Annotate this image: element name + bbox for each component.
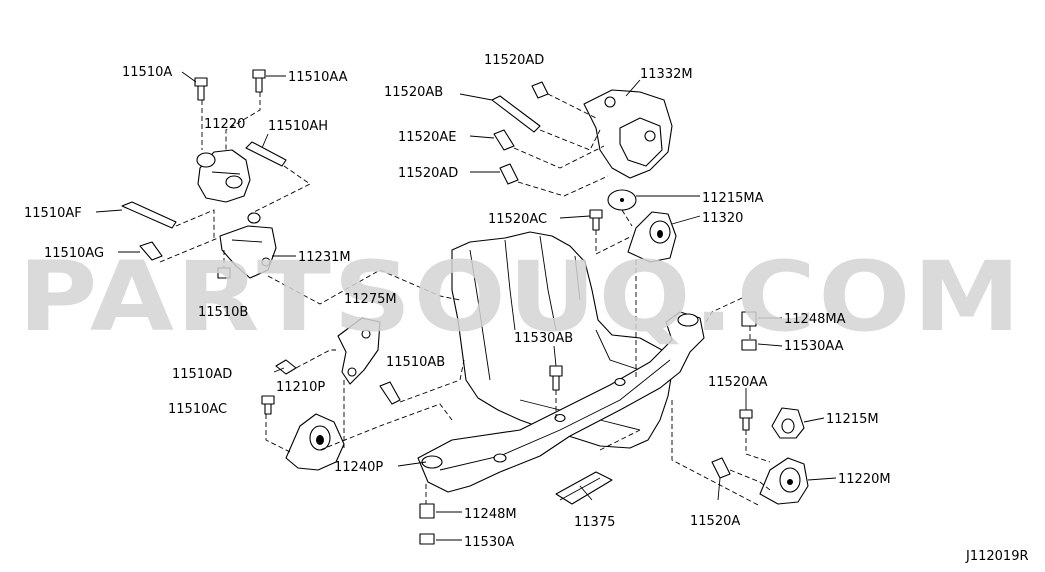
callout-11530ab: 11530AB xyxy=(514,331,573,346)
callout-11210p: 11210P xyxy=(276,380,325,395)
callout-11332m: 11332M xyxy=(640,67,693,82)
callout-11520aa: 11520AA xyxy=(708,375,768,390)
callout-11510aa: 11510AA xyxy=(288,70,348,85)
callout-11510af: 11510AF xyxy=(24,206,82,221)
engine-mount-11210p xyxy=(285,413,345,471)
fasteners xyxy=(121,69,757,545)
callout-11248m: 11248M xyxy=(464,507,517,522)
callout-11240p: 11240P xyxy=(334,460,383,475)
callout-11530a: 11530A xyxy=(464,535,514,550)
callout-11520a: 11520A xyxy=(690,514,740,529)
callout-11510a: 11510A xyxy=(122,65,172,80)
leader-lines xyxy=(95,71,837,541)
bracket-11231m xyxy=(219,212,277,279)
callout-11520ac: 11520AC xyxy=(488,212,547,227)
callout-11520ad-top: 11520AD xyxy=(484,53,544,68)
support-11375 xyxy=(555,471,613,505)
callout-11375: 11375 xyxy=(574,515,615,530)
insulator-11215m xyxy=(771,407,805,439)
insulator-11215ma xyxy=(607,189,637,211)
callout-11510ac: 11510AC xyxy=(168,402,227,417)
callout-11220m: 11220M xyxy=(838,472,891,487)
callout-11510ad: 11510AD xyxy=(172,367,232,382)
engine-mount-11220m xyxy=(759,457,809,505)
callout-11510ah: 11510AH xyxy=(268,119,328,134)
engine-mount-11320 xyxy=(627,211,677,263)
diagram-code: J112019R xyxy=(965,549,1029,564)
engine-mount-11220 xyxy=(196,149,251,203)
callout-11530aa: 11530AA xyxy=(784,339,844,354)
callout-11248ma: 11248MA xyxy=(784,312,846,327)
callout-11510b: 11510B xyxy=(198,305,248,320)
bracket-11332m xyxy=(583,89,673,179)
crossmember-11240p xyxy=(417,311,705,493)
callout-11215m: 11215M xyxy=(826,412,879,427)
watermark: PARTSOUQ.COM xyxy=(18,241,1023,353)
callout-11220: 11220 xyxy=(204,117,245,132)
callout-11520ad-mid: 11520AD xyxy=(398,166,458,181)
callout-11275m: 11275M xyxy=(344,292,397,307)
callout-11231m: 11231M xyxy=(298,250,351,265)
callout-11215ma: 11215MA xyxy=(702,191,764,206)
callout-11520ae: 11520AE xyxy=(398,130,456,145)
callout-11510ag: 11510AG xyxy=(44,246,104,261)
callout-11510ab: 11510AB xyxy=(386,355,445,370)
bracket-11275m xyxy=(337,317,381,385)
callout-11320: 11320 xyxy=(702,211,743,226)
callout-labels: 11510A 11510AA 11220 11510AH 11510AF 115… xyxy=(24,53,1029,564)
callout-11520ab: 11520AB xyxy=(384,85,443,100)
